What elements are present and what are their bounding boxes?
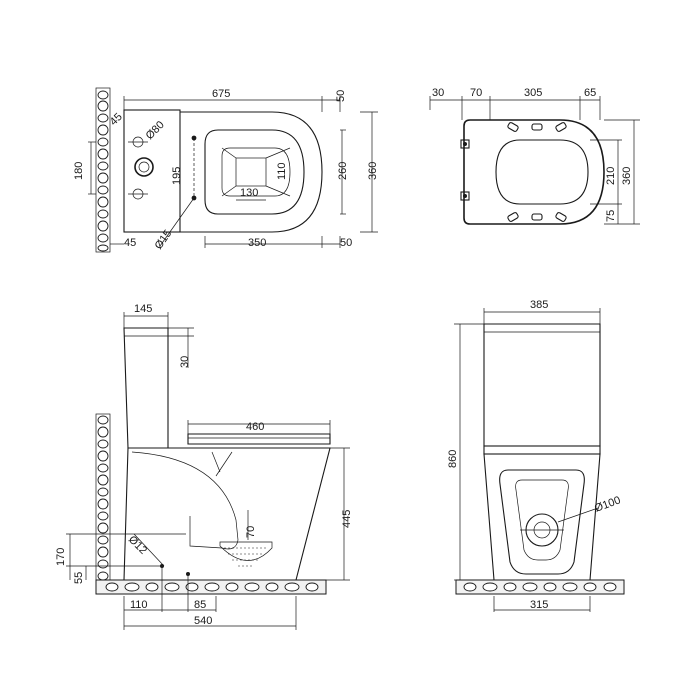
seat-outline (463, 119, 605, 225)
front-view: 385 860 Ø100 315 (447, 299, 625, 612)
dim-80: Ø80 (144, 119, 167, 142)
bowl-side (123, 447, 331, 581)
dim-front-385: 385 (530, 299, 548, 311)
wall-texture-top (95, 87, 111, 253)
dim-side-145: 145 (134, 303, 152, 315)
trap-front (499, 469, 585, 575)
dim-50-top: 50 (335, 90, 347, 102)
tank-front (483, 323, 601, 447)
dim-seat-30: 30 (432, 87, 444, 99)
trapway (131, 451, 239, 550)
dim-side-540: 540 (194, 615, 212, 627)
dim-350: 350 (248, 237, 266, 249)
dim-side-110: 110 (130, 599, 148, 611)
drain-point-floor (186, 572, 190, 576)
bowl-front (483, 453, 601, 581)
drain-plan (235, 157, 267, 187)
dim-seat-70: 70 (470, 87, 482, 99)
dim-seat-360: 360 (621, 167, 633, 185)
dim-110: 110 (276, 162, 288, 180)
dim-side-70: 70 (245, 526, 257, 538)
dim-seat-65: 65 (584, 87, 596, 99)
dim-360-top: 360 (367, 162, 379, 180)
top-view: 675 50 45 Ø80 180 195 130 110 260 360 45… (73, 87, 379, 253)
dim-front-100: Ø100 (593, 494, 622, 514)
wall-texture-side (95, 413, 111, 585)
bowl-plan-rim (204, 129, 305, 215)
seat-view: 30 70 305 65 210 360 75 (429, 87, 640, 225)
dim-side-55: 55 (73, 572, 85, 584)
dim-seat-305: 305 (524, 87, 542, 99)
bowl-interior (211, 451, 233, 477)
dim-side-30: 30 (179, 356, 191, 368)
dim-front-315: 315 (530, 599, 548, 611)
water-inlet-circle (134, 157, 154, 177)
side-view: 145 30 460 70 445 Ø12 170 55 110 85 540 (55, 303, 353, 630)
dim-130: 130 (240, 187, 258, 199)
bowl-plan-basin (221, 147, 291, 197)
dim-15: Ø15 (153, 228, 175, 252)
dim-seat-75: 75 (605, 210, 617, 222)
dim-side-85: 85 (194, 599, 206, 611)
dim-260: 260 (337, 162, 349, 180)
dim-side-12: Ø12 (126, 534, 149, 557)
dim-45-bottom: 45 (124, 237, 136, 249)
dim-50-bottom: 50 (340, 237, 352, 249)
seat-hinge-top (460, 139, 470, 149)
dim-195: 195 (171, 167, 183, 185)
dim-180: 180 (73, 162, 85, 180)
water-hatch (219, 541, 273, 567)
dim-side-170: 170 (55, 548, 67, 566)
dim-675: 675 (212, 88, 230, 100)
tank-side (123, 327, 169, 449)
tank-plan (123, 109, 181, 233)
dim-side-445: 445 (341, 510, 353, 528)
seat-opening (495, 139, 589, 205)
dim-side-460: 460 (246, 421, 264, 433)
floor-texture-side (95, 579, 327, 595)
seat-front (483, 445, 601, 455)
dim-seat-210: 210 (605, 167, 617, 185)
bowl-plan-outline (180, 111, 323, 233)
dim-front-860: 860 (447, 450, 459, 468)
floor-texture-front (455, 579, 625, 595)
seat-lid-side (187, 433, 331, 445)
seat-hinge-bottom (460, 191, 470, 201)
